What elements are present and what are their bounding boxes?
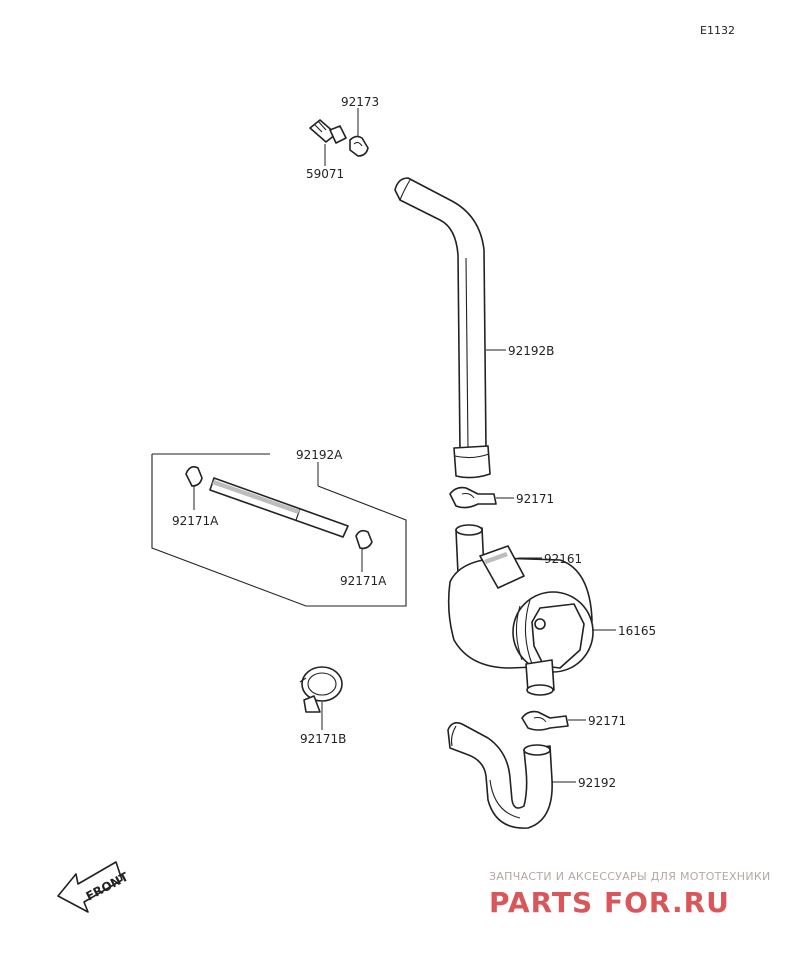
part-label-92171-lower: 92171 [588, 714, 626, 728]
watermark: ЗАПЧАСТИ И АКСЕССУАРЫ ДЛЯ МОТОТЕХНИКИ PA… [489, 870, 771, 919]
part-label-92171A-2: 92171A [340, 574, 387, 588]
air-filter-16165 [447, 524, 594, 696]
part-label-92192B: 92192B [508, 344, 554, 358]
watermark-tagline: ЗАПЧАСТИ И АКСЕССУАРЫ ДЛЯ МОТОТЕХНИКИ [489, 870, 771, 883]
part-label-92173: 92173 [341, 95, 379, 109]
hose-92192 [447, 722, 553, 829]
hose-92192B [394, 177, 491, 479]
front-arrow-icon: FRONT [57, 861, 131, 913]
diagram-code: E1132 [700, 24, 735, 37]
part-label-59071: 59071 [306, 167, 344, 181]
part-label-92171-upper: 92171 [516, 492, 554, 506]
part-label-92192A: 92192A [296, 448, 343, 462]
part-label-92171A-1: 92171A [172, 514, 219, 528]
watermark-brand: PARTS FOR.RU [489, 886, 730, 919]
kit-box-92192A: 92192A 92171A 92171A [151, 448, 407, 607]
clamp-92171B [299, 666, 343, 713]
part-label-92161: 92161 [544, 552, 582, 566]
part-label-16165: 16165 [618, 624, 656, 638]
part-label-92171B: 92171B [300, 732, 346, 746]
clip-92173 [349, 135, 369, 157]
fitting-59071 [309, 119, 347, 144]
clip-92171-lower [521, 710, 569, 731]
clip-92171-upper [449, 486, 497, 509]
part-label-92192: 92192 [578, 776, 616, 790]
